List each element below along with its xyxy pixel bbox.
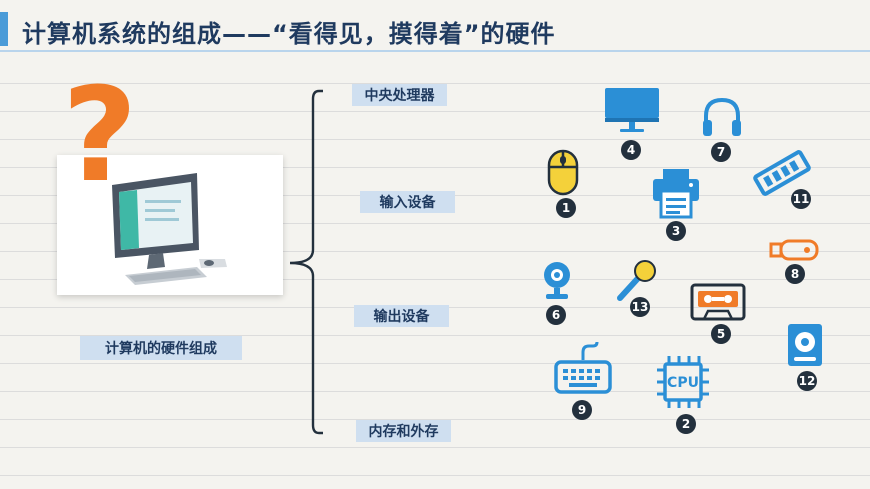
number-badge-3: 3 — [666, 221, 686, 241]
title-accent-bar — [0, 12, 8, 46]
number-badge-7: 7 — [711, 142, 731, 162]
keyboard-icon — [554, 341, 612, 394]
number-badge-11: 11 — [791, 189, 811, 209]
category-output-devices: 输出设备 — [354, 305, 449, 327]
number-badge-5: 5 — [711, 324, 731, 344]
microphone-icon — [617, 260, 656, 301]
cpu-icon: CPU — [657, 356, 709, 408]
printer-icon — [653, 169, 699, 219]
title-divider — [0, 50, 870, 52]
question-mark-icon: ? — [62, 59, 138, 211]
title-bar: 计算机系统的组成——“看得见，摸得着”的硬件 — [0, 0, 870, 60]
bracket-connector — [289, 89, 323, 435]
number-badge-9: 9 — [572, 400, 592, 420]
headphones-icon — [703, 97, 741, 136]
desktop-computer-icon — [112, 173, 227, 285]
cassette-icon — [690, 283, 746, 321]
category-cpu: 中央处理器 — [352, 84, 447, 106]
hardware-composition-label: 计算机的硬件组成 — [80, 336, 242, 360]
webcam-icon — [544, 262, 570, 299]
number-badge-8: 8 — [785, 264, 805, 284]
number-badge-4: 4 — [621, 140, 641, 160]
number-badge-1: 1 — [556, 198, 576, 218]
usb-drive-icon — [769, 239, 819, 261]
cpu-icon-text: CPU — [667, 375, 699, 391]
number-badge-12: 12 — [797, 371, 817, 391]
number-badge-2: 2 — [676, 414, 696, 434]
monitor-icon — [605, 88, 659, 132]
number-badge-6: 6 — [546, 305, 566, 325]
mouse-icon — [547, 149, 579, 196]
category-memory-storage: 内存和外存 — [356, 420, 451, 442]
computer-illustration-card — [57, 155, 283, 295]
page-title: 计算机系统的组成——“看得见，摸得着”的硬件 — [22, 20, 556, 48]
category-input-devices: 输入设备 — [360, 191, 455, 213]
ram-icon — [753, 150, 811, 196]
hard-disk-icon — [788, 324, 822, 366]
number-badge-13: 13 — [630, 297, 650, 317]
